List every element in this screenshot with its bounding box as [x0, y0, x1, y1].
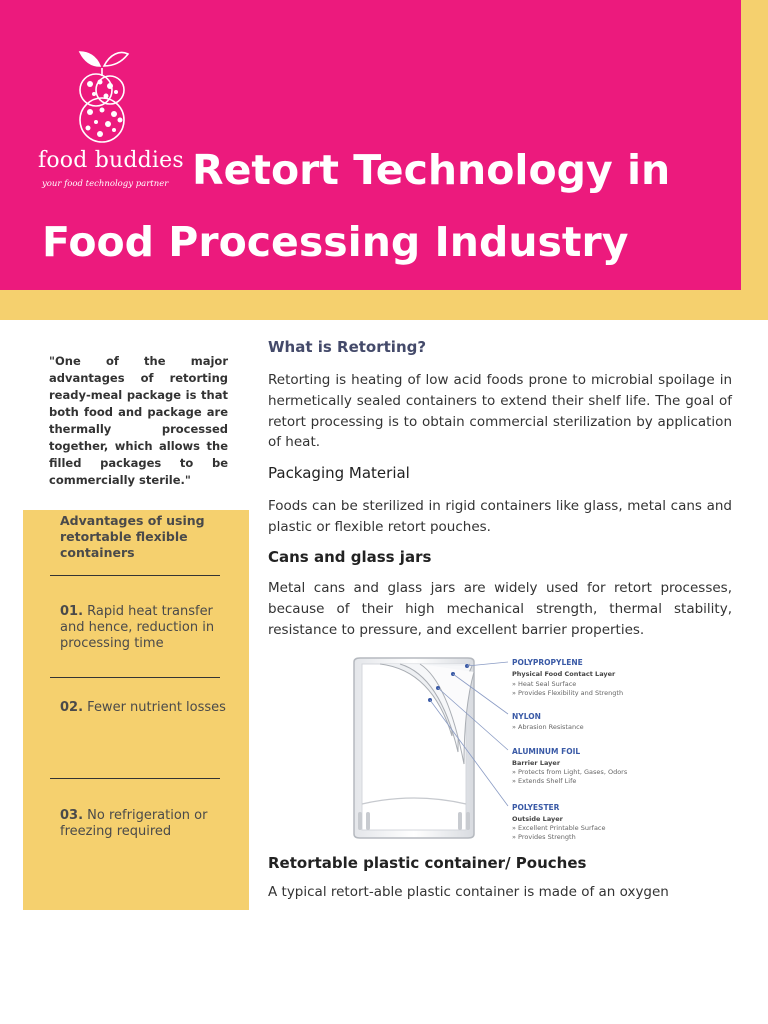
- layer-note: » Excellent Printable Surface: [512, 824, 606, 832]
- header-banner: food buddies your food technology partne…: [0, 0, 741, 290]
- paragraph-what-is-retorting: Retorting is heating of low acid foods p…: [268, 372, 732, 451]
- brand-name: food buddies: [38, 148, 184, 173]
- advantage-number: 01.: [60, 604, 84, 619]
- pouch-layers-figure: POLYPROPYLENE Physical Food Contact Laye…: [340, 656, 640, 846]
- pull-quote: "One of the major advantages of retortin…: [49, 354, 228, 487]
- advantages-panel: Advantages of using retortable flexible …: [23, 510, 249, 910]
- layer-note: » Extends Shelf Life: [512, 777, 577, 785]
- layer-label-aluminum-foil: ALUMINUM FOIL: [512, 747, 581, 756]
- layer-note: » Provides Strength: [512, 833, 576, 841]
- page-title-line2: Food Processing Industry: [42, 218, 629, 266]
- paragraph-cans: Metal cans and glass jars are widely use…: [268, 580, 732, 638]
- layer-sub-polypropylene: Physical Food Contact Layer: [512, 670, 616, 678]
- section-heading-cans: Cans and glass jars: [268, 548, 432, 566]
- advantage-text: No refrigeration or freezing required: [60, 808, 208, 839]
- layer-label-polypropylene: POLYPROPYLENE: [512, 658, 583, 667]
- advantage-item: 03. No refrigeration or freezing require…: [60, 808, 235, 840]
- brand-logo: food buddies your food technology partne…: [38, 48, 184, 193]
- section-heading-pouches: Retortable plastic container/ Pouches: [268, 854, 587, 872]
- advantage-number: 02.: [60, 700, 84, 715]
- advantage-number: 03.: [60, 808, 84, 823]
- layer-sub-polyester: Outside Layer: [512, 815, 563, 823]
- layer-label-polyester: POLYESTER: [512, 803, 560, 812]
- advantages-title: Advantages of using retortable flexible …: [60, 513, 205, 560]
- layer-note: » Abrasion Resistance: [512, 723, 584, 731]
- divider: [50, 778, 220, 779]
- advantage-item: 01. Rapid heat transfer and hence, reduc…: [60, 604, 235, 652]
- paragraph-packaging: Foods can be sterilized in rigid contain…: [268, 498, 732, 535]
- section-heading-what-is-retorting: What is Retorting?: [268, 338, 427, 356]
- layer-note: » Provides Flexibility and Strength: [512, 689, 624, 697]
- layer-label-nylon: NYLON: [512, 712, 541, 721]
- layer-sub-aluminum-foil: Barrier Layer: [512, 759, 561, 767]
- page-title-line1: Retort Technology in: [192, 146, 671, 194]
- paragraph-pouches: A typical retort-able plastic container …: [268, 884, 669, 900]
- layer-note: » Protects from Light, Gases, Odors: [512, 768, 628, 776]
- advantage-text: Rapid heat transfer and hence, reduction…: [60, 604, 215, 651]
- divider: [50, 677, 220, 678]
- advantage-text: Fewer nutrient losses: [87, 700, 226, 715]
- fruit-logo-icon: [78, 51, 130, 143]
- brand-tagline: your food technology partner: [42, 179, 169, 189]
- retort-pouch-illustration: [353, 657, 509, 839]
- advantage-item: 02. Fewer nutrient losses: [60, 700, 235, 716]
- layer-note: » Heat Seal Surface: [512, 680, 577, 688]
- section-heading-packaging: Packaging Material: [268, 464, 410, 482]
- divider: [50, 575, 220, 576]
